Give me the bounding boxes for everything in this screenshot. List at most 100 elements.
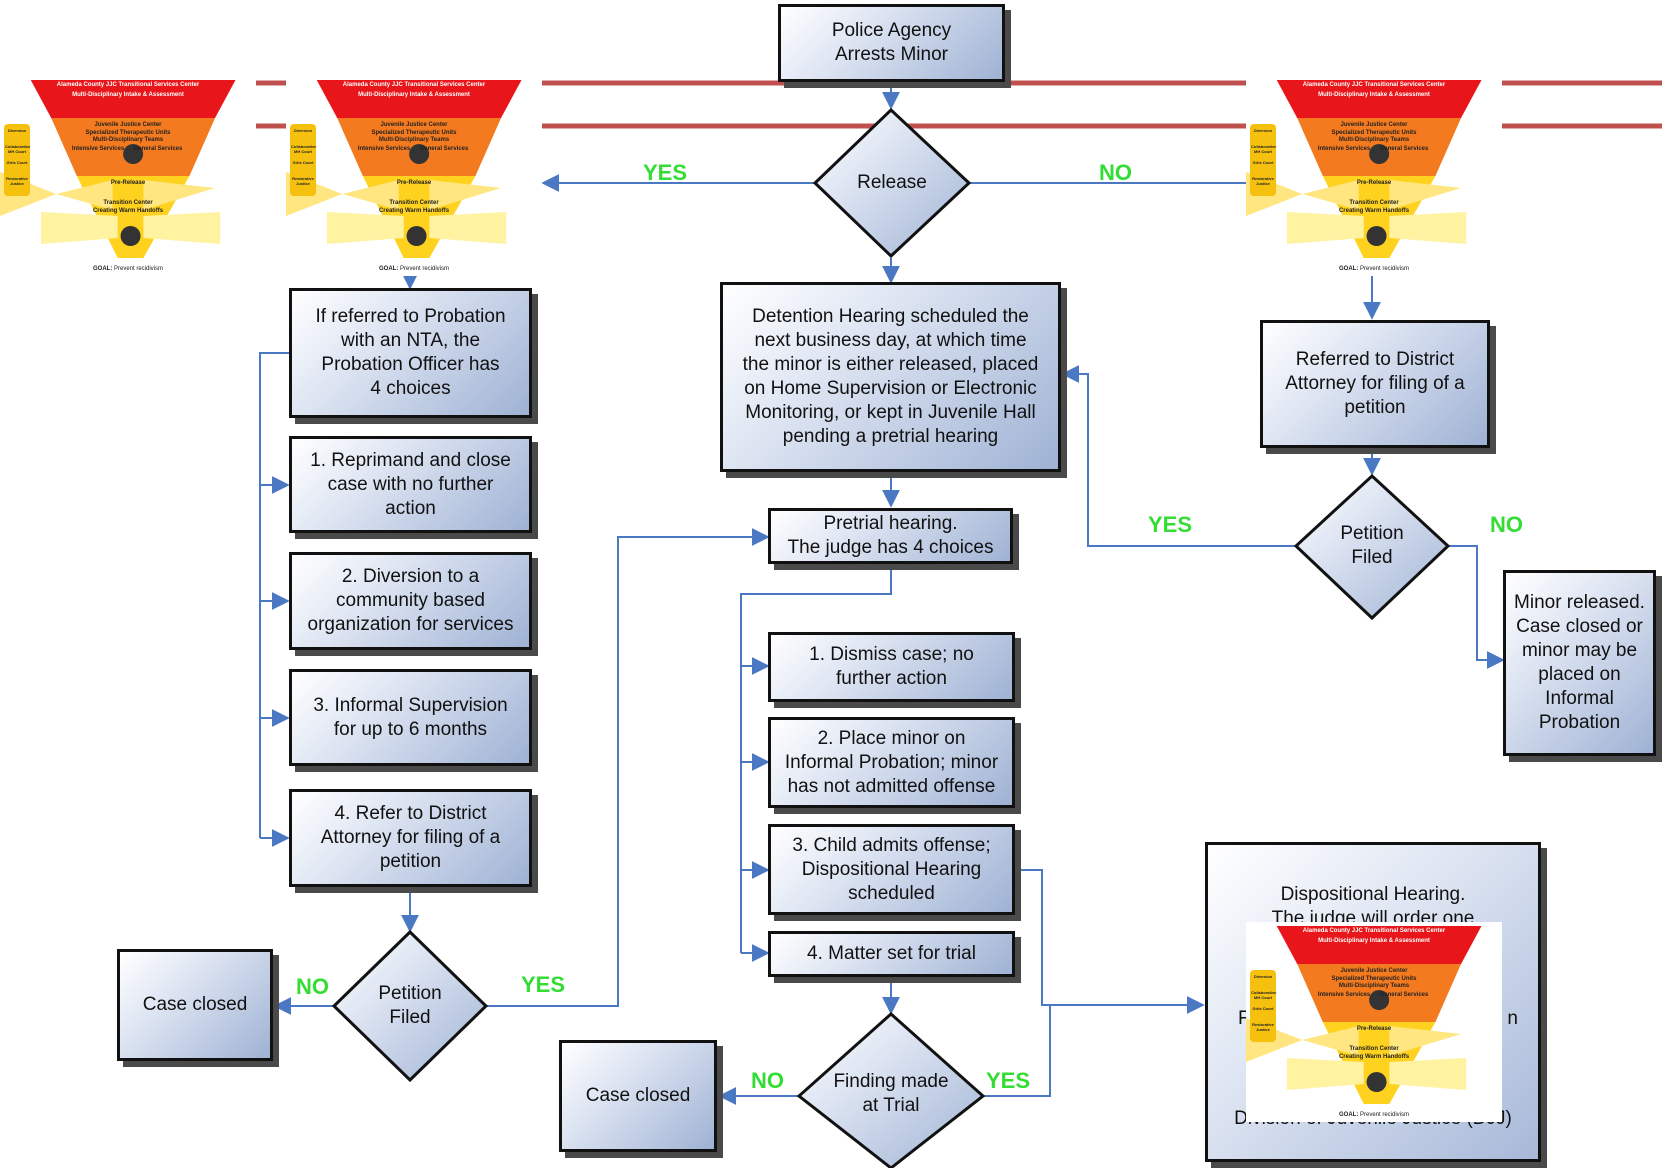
funnel-arrow-d: [143, 212, 221, 244]
funnel-transition-sub: Creating Warm Handoffs: [378, 208, 450, 214]
arrow-petition-left-yes: [486, 528, 770, 1007]
funnel-side-item: Collaborative MH Court: [1251, 144, 1277, 154]
funnel-mid-sub: Specialized Therapeutic Units: [1331, 976, 1417, 982]
funnel-general: General Services: [1379, 146, 1429, 152]
funnel-mid-sub: Specialized Therapeutic Units: [371, 130, 457, 136]
funnel-mid-title: Juvenile Justice Center: [94, 122, 162, 128]
release-diamond: [812, 107, 972, 259]
funnel-side-item: Restorative Justice: [1252, 1022, 1274, 1032]
label-petition-right-no: NO: [1490, 512, 1523, 537]
funnel-mid-sub2: Multi-Disciplinary Teams: [1338, 983, 1410, 989]
funnel-arrow-b: [143, 180, 216, 210]
funnel-transition-sub: Creating Warm Handoffs: [1338, 208, 1410, 214]
label-petition-right-yes: YES: [1148, 512, 1193, 537]
funnel-mid-sub2: Multi-Disciplinary Teams: [92, 137, 164, 143]
funnel-wheel-icon: [123, 144, 144, 164]
funnel-mid-sub: Specialized Therapeutic Units: [1331, 130, 1417, 136]
funnel-transition: Transition Center: [1349, 200, 1399, 206]
funnel-mid-title: Juvenile Justice Center: [1340, 968, 1408, 974]
arrow-petition-right-no: [1448, 545, 1505, 669]
funnel-mid-sub2: Multi-Disciplinary Teams: [378, 137, 450, 143]
connectors: [259, 82, 1505, 1105]
release-label: Release: [857, 172, 927, 193]
funnel-graphic-2: Alameda County JJC Transitional Services…: [286, 76, 542, 276]
funnel-title: Alameda County JJC Transitional Services…: [56, 82, 200, 88]
funnel-side-item: Diversion: [1253, 128, 1273, 133]
funnel-arrow-a: [56, 180, 113, 210]
judge-choice-4-box: 4. Matter set for trial: [768, 931, 1015, 977]
funnel-pre-release: Pre-Release: [1356, 180, 1392, 186]
funnel-graphic-4: Alameda County JJC Transitional Services…: [1246, 922, 1502, 1122]
funnel-red-band: [1276, 926, 1482, 964]
label-petition-left-yes: YES: [521, 972, 566, 997]
petition-right-diamond: [1293, 473, 1451, 621]
funnel-pre-release: Pre-Release: [1356, 1026, 1392, 1032]
funnel-wheel-icon: [1369, 144, 1390, 164]
label-finding-yes: YES: [986, 1068, 1031, 1093]
arrow-finding-yes: [983, 1005, 1051, 1097]
funnel-arrow-c: [326, 212, 404, 244]
funnel-transition: Transition Center: [389, 200, 439, 206]
funnel-graphic-3: Alameda County JJC Transitional Services…: [1246, 76, 1502, 276]
funnel-arrow-b: [429, 180, 502, 210]
funnel-arrow-c: [1286, 1058, 1364, 1090]
funnel-title: Alameda County JJC Transitional Services…: [1302, 928, 1446, 934]
funnel-title: Alameda County JJC Transitional Services…: [342, 82, 486, 88]
funnel-general: General Services: [419, 146, 469, 152]
funnel-mid-title: Juvenile Justice Center: [380, 122, 448, 128]
funnel-subtitle: Multi-Disciplinary Intake & Assessment: [72, 92, 184, 98]
label-release-yes: YES: [643, 160, 688, 185]
funnel-intensive: Intensive Services: [1317, 146, 1371, 152]
funnel-mid-title: Juvenile Justice Center: [1340, 122, 1408, 128]
funnel-goal: GOAL: Prevent recidivism: [92, 266, 163, 272]
funnel-pre-release: Pre-Release: [110, 180, 146, 186]
funnel-wheel-icon: [1369, 990, 1390, 1010]
funnel-general: General Services: [1379, 992, 1429, 998]
finding-diamond: [796, 1011, 986, 1168]
funnel-side-item: Diversion: [293, 128, 313, 133]
funnel-transition: Transition Center: [103, 200, 153, 206]
funnel-side-item: Diversion: [7, 128, 27, 133]
funnel-intensive: Intensive Services: [1317, 992, 1371, 998]
label-petition-left-no: NO: [296, 974, 329, 999]
judge-choice-3-box: 3. Child admits offense;Dispositional He…: [768, 824, 1015, 915]
funnel-side-item: Collaborative MH Court: [291, 144, 317, 154]
bracket-probation-choices: [259, 352, 290, 838]
funnel-arrow-a: [342, 180, 399, 210]
arrow-petition-right-yes: [1061, 365, 1297, 547]
funnel-transition-sub: Creating Warm Handoffs: [1338, 1054, 1410, 1060]
funnel-side-item: Collaborative MH Court: [1251, 990, 1277, 1000]
dispositional-partial-left: F: [1238, 1008, 1250, 1029]
funnel-mid-sub: Specialized Therapeutic Units: [85, 130, 171, 136]
funnel-side-item: Restorative Justice: [1252, 176, 1274, 186]
funnel-red-band: [1276, 80, 1482, 118]
funnel-wheel-icon-2: [1366, 226, 1387, 246]
funnel-goal: GOAL: Prevent recidivism: [1338, 266, 1409, 272]
funnel-side-item: Diversion: [1253, 974, 1273, 979]
funnel-wheel-icon-2: [120, 226, 141, 246]
pretrial-hearing-box: Pretrial hearing.The judge has 4 choices: [768, 508, 1013, 564]
funnel-side-column: [1250, 124, 1276, 196]
funnel-arrow-d: [1389, 212, 1467, 244]
funnel-wheel-icon-2: [1366, 1072, 1387, 1092]
case-closed-mid-box: Case closed: [559, 1040, 717, 1152]
funnel-intensive: Intensive Services: [71, 146, 125, 152]
funnel-transition: Transition Center: [1349, 1046, 1399, 1052]
funnel-goal: GOAL: Prevent recidivism: [1338, 1112, 1409, 1118]
funnel-side-item: Girls Court: [6, 160, 28, 165]
funnel-arrow-d: [1389, 1058, 1467, 1090]
funnel-side-item: Restorative Justice: [292, 176, 314, 186]
